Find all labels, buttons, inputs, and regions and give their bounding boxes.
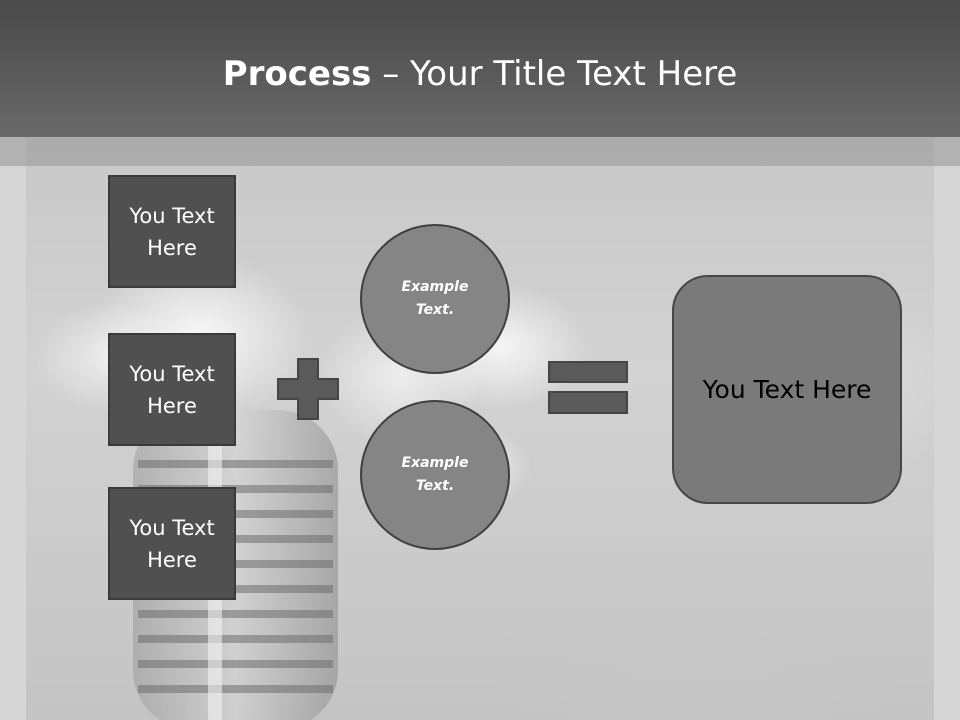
equals-icon — [548, 361, 628, 414]
example-circle-label: Example Text. — [401, 279, 469, 318]
slide-title: Process – Your Title Text Here — [0, 50, 960, 98]
input-box-label: You Text Here — [129, 203, 215, 260]
title-bar — [0, 0, 960, 137]
input-box-3[interactable]: You Text Here — [108, 487, 236, 600]
plus-icon — [277, 358, 339, 420]
slide-title-bold: Process — [222, 54, 372, 94]
background-frame-right — [934, 137, 960, 720]
example-circle-label: Example Text. — [401, 455, 469, 494]
example-circle-2[interactable]: Example Text. — [360, 400, 510, 550]
result-box-label: You Text Here — [702, 375, 872, 404]
example-circle-1[interactable]: Example Text. — [360, 224, 510, 374]
slide-title-rest: – Your Title Text Here — [371, 54, 738, 94]
input-box-1[interactable]: You Text Here — [108, 175, 236, 288]
result-box[interactable]: You Text Here — [672, 275, 902, 504]
input-box-label: You Text Here — [129, 361, 215, 418]
header-band — [0, 137, 960, 166]
input-box-label: You Text Here — [129, 515, 215, 572]
background-frame-left — [0, 137, 26, 720]
input-box-2[interactable]: You Text Here — [108, 333, 236, 446]
